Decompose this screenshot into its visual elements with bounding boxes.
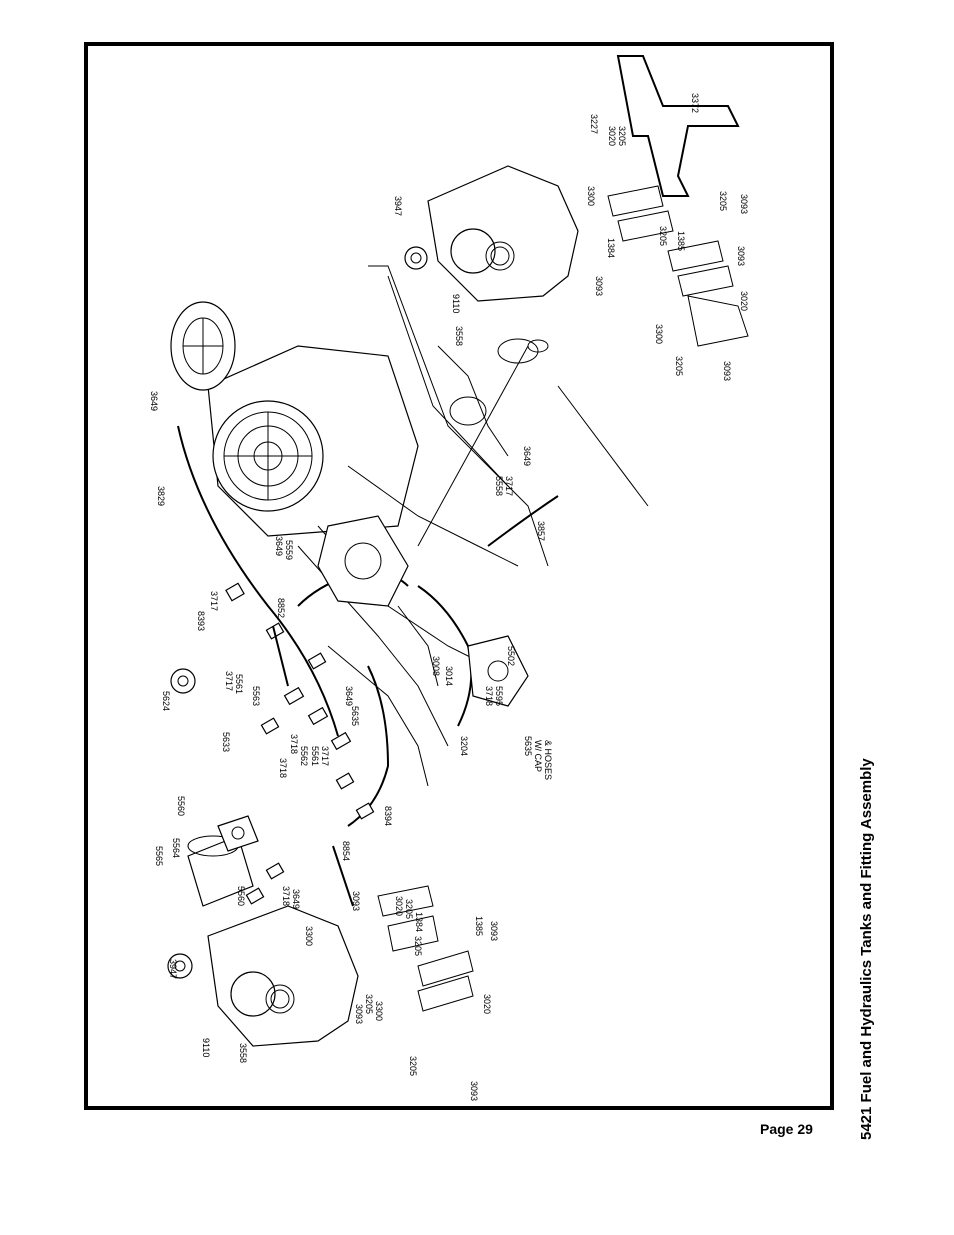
- callout: 3718: [484, 686, 494, 706]
- callout: 5624: [161, 691, 171, 711]
- callout: 3205: [617, 126, 627, 146]
- tank-cap-5624: [170, 668, 196, 694]
- air-filter: [170, 301, 236, 391]
- callout: 3717: [504, 476, 514, 496]
- left-tank-cap: [167, 953, 193, 979]
- illustration: [167, 55, 749, 1047]
- filter-head: [217, 815, 259, 852]
- callout: 3093: [594, 276, 604, 296]
- callout: 3717: [209, 591, 219, 611]
- callout: 3227: [589, 114, 599, 134]
- leader-to-right-tank: [557, 385, 649, 507]
- fittings: [225, 582, 375, 905]
- rod-8854: [332, 845, 354, 907]
- diagram-frame: 3372 3227 3020 3205 3300 3205 3093 3093 …: [84, 42, 834, 1110]
- tank-brackets: [377, 185, 749, 1012]
- callout: 3205: [658, 226, 668, 246]
- callout: 3300: [304, 926, 314, 946]
- right-fuel-tank: [427, 165, 579, 302]
- callout: 3829: [156, 486, 166, 506]
- exploded-parts-diagram: 3372 3227 3020 3205 3300 3205 3093 3093 …: [149, 55, 749, 1101]
- callout: 5561: [310, 746, 320, 766]
- callout: 3649: [522, 446, 532, 466]
- callout: 8394: [383, 806, 393, 826]
- callout: 3718: [278, 758, 288, 778]
- handle-bar: [616, 55, 740, 197]
- callout: 5559: [284, 540, 294, 560]
- callout: 9110: [201, 1038, 211, 1057]
- callout: 3205: [404, 899, 414, 919]
- callout: 3205: [718, 191, 728, 211]
- callout: 3300: [586, 186, 596, 206]
- callout: W/ CAP: [533, 740, 543, 772]
- hydraulic-pump: [317, 515, 529, 707]
- callout: 5633: [221, 732, 231, 752]
- callout: 3020: [482, 994, 492, 1014]
- callout: 3093: [469, 1081, 479, 1101]
- callout: 3204: [459, 736, 469, 756]
- callout: 3718: [289, 734, 299, 754]
- left-fuel-tank: [207, 905, 359, 1047]
- callout: 3857: [536, 521, 546, 541]
- callout: 3093: [722, 361, 732, 381]
- callout: 3649: [274, 536, 284, 556]
- callout: 3558: [454, 326, 464, 346]
- callout: 3718: [281, 886, 291, 906]
- callout: 3205: [408, 1056, 418, 1076]
- callout: 5595: [494, 686, 504, 706]
- callout: 5565: [154, 846, 164, 866]
- callout: 5564: [171, 838, 181, 858]
- callout: 3014: [444, 666, 454, 686]
- callout: 3205: [364, 994, 374, 1014]
- callout: 5502: [506, 646, 516, 666]
- rod-8393: [272, 625, 289, 687]
- engine: [207, 345, 419, 537]
- right-tank-cap: [404, 246, 428, 270]
- diagram-title: 5421 Fuel and Hydraulics Tanks and Fitti…: [858, 758, 875, 1140]
- callout: 1385: [474, 916, 484, 936]
- callout: 5560: [176, 796, 186, 816]
- callout: 5558: [494, 476, 504, 496]
- callout: 5635: [350, 706, 360, 726]
- callout: 3205: [413, 936, 423, 956]
- callout: 1384: [606, 238, 616, 258]
- callout: 3300: [374, 1001, 384, 1021]
- callout: 3649: [149, 391, 159, 411]
- callout: 1384: [414, 912, 424, 932]
- callout: 3093: [739, 194, 749, 214]
- callout: 8393: [196, 611, 206, 631]
- callout: 3093: [351, 891, 361, 911]
- callout: 3947: [168, 959, 178, 979]
- callout: & HOSES: [543, 740, 553, 780]
- callout: 5562: [299, 746, 309, 766]
- callout: 3020: [739, 291, 749, 311]
- callout: 3947: [393, 196, 403, 216]
- callout: 5560: [236, 886, 246, 906]
- callout: 3717: [320, 746, 330, 766]
- callout: 3558: [238, 1043, 248, 1063]
- callout: 3020: [394, 896, 404, 916]
- callout: 5635: [523, 736, 533, 756]
- page-number: Page 29: [760, 1121, 813, 1137]
- callout: 3300: [654, 324, 664, 344]
- callout: 3093: [736, 246, 746, 266]
- callout: 3649: [291, 889, 301, 909]
- callout: 5561: [234, 674, 244, 694]
- callout: 3372: [690, 93, 700, 113]
- callout-labels: 3372 3227 3020 3205 3300 3205 3093 3093 …: [149, 93, 749, 1101]
- callout: 3649: [344, 686, 354, 706]
- callout: 3020: [607, 126, 617, 146]
- leader-to-hose: [417, 345, 529, 547]
- callout: 3205: [674, 356, 684, 376]
- callout: 3717: [224, 671, 234, 691]
- callout: 8852: [276, 598, 286, 618]
- callout: 3008: [431, 656, 441, 676]
- callout: 3093: [489, 921, 499, 941]
- callout: 3093: [354, 1004, 364, 1024]
- callout: 8854: [341, 841, 351, 861]
- callout: 5563: [251, 686, 261, 706]
- callout: 1385: [676, 231, 686, 251]
- callout: 9110: [451, 294, 461, 313]
